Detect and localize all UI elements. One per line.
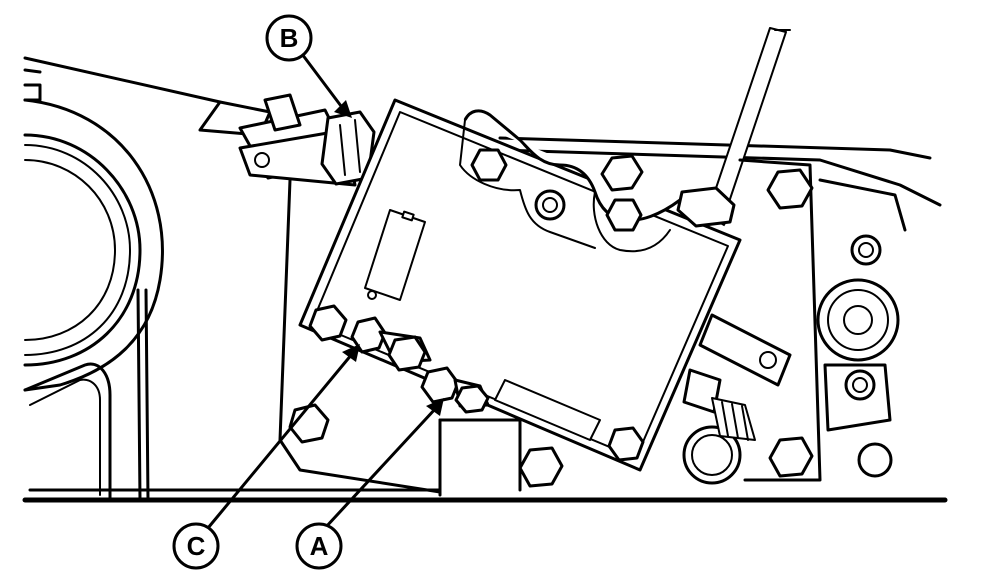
arrowhead-c	[342, 344, 360, 362]
module-bolt	[534, 189, 566, 221]
arrowhead-a	[426, 398, 444, 416]
cable-connector	[198, 93, 376, 187]
adjusting-rod	[676, 27, 791, 228]
callout-b: B	[265, 14, 313, 62]
callout-c: C	[172, 522, 220, 570]
callout-b-label: B	[280, 23, 299, 53]
leader-c	[206, 352, 354, 530]
arrowhead-b	[334, 100, 352, 118]
left-wheel	[23, 83, 164, 502]
module-bolt	[607, 426, 645, 462]
chassis-frame	[22, 56, 948, 503]
bolt-c	[350, 316, 432, 372]
base-blocks	[288, 403, 564, 497]
leader-lines	[206, 44, 444, 530]
bolt-a	[420, 366, 490, 414]
module-bolt	[605, 198, 643, 232]
leader-a	[323, 406, 438, 530]
module-bolt	[470, 148, 508, 182]
callout-a-label: A	[310, 531, 329, 561]
callout-a: A	[295, 522, 343, 570]
right-mechanism	[600, 154, 907, 485]
module-bolt	[308, 304, 348, 342]
leader-b	[294, 44, 346, 112]
callout-c-label: C	[187, 531, 206, 561]
control-module	[298, 98, 742, 472]
